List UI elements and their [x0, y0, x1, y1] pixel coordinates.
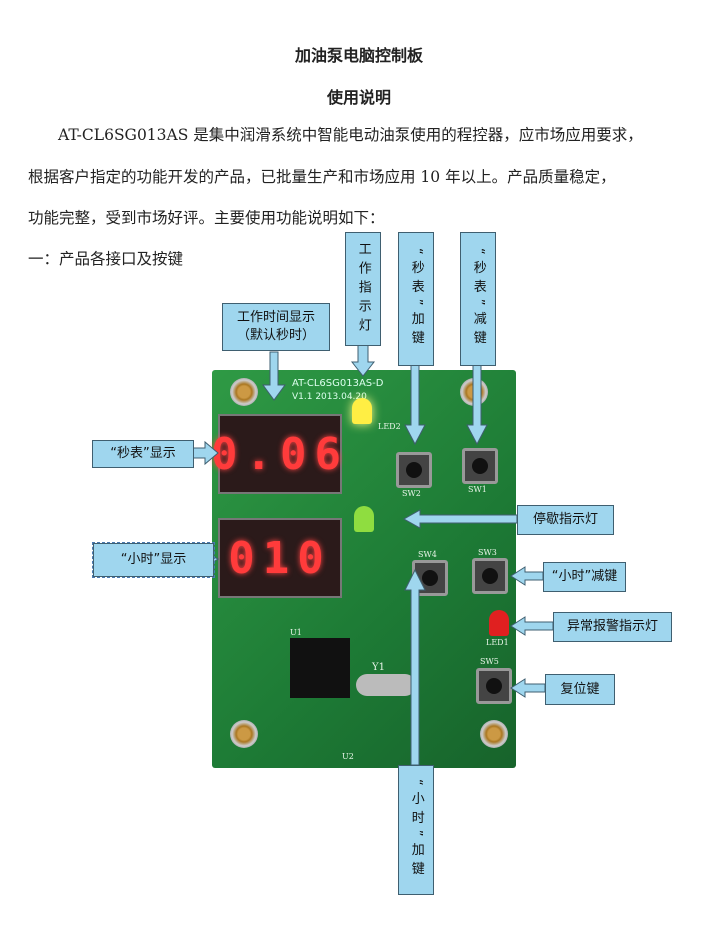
led1-label: LED1 — [486, 638, 509, 647]
paragraph-line: 根据客户指定的功能开发的产品，已批量生产和市场应用 10 年以上。产品质量稳定， — [28, 168, 616, 186]
pcb-model: AT-CL6SG013AS-D — [292, 378, 384, 389]
arrow-pause-led — [402, 509, 518, 529]
callout-reset: 复位键 — [545, 674, 615, 705]
callout-hour-display[interactable]: “小时”显示 — [92, 542, 215, 578]
arrow-hour-plus — [404, 568, 426, 766]
y1-label: Y1 — [372, 662, 385, 673]
callout-work-time: 工作时间显示（默认秒时） — [222, 303, 330, 351]
callout-sec-minus: “秒表”减键 — [460, 232, 496, 366]
sw5-label: SW5 — [480, 657, 499, 666]
mount-nut — [480, 720, 508, 748]
hour-minus-key[interactable] — [472, 558, 508, 594]
callout-hour-minus: “小时”减键 — [543, 562, 626, 592]
sw1-label: SW1 — [468, 485, 487, 494]
arrow-work-led — [350, 344, 376, 377]
arrow-work-time — [262, 351, 286, 401]
arrow-alarm — [510, 616, 554, 636]
doc-subtitle: 使用说明 — [326, 88, 391, 107]
callout-hour-plus: “小时”加键 — [398, 765, 434, 895]
seconds-display: 0.06 — [211, 414, 342, 494]
sec-plus-key[interactable] — [396, 452, 432, 488]
mount-nut — [230, 378, 258, 406]
arrow-sec-display — [191, 440, 219, 466]
hours-display: 010 — [218, 518, 342, 598]
arrow-hour-minus — [510, 566, 544, 586]
arrow-reset — [510, 678, 546, 698]
arrow-sec-minus — [466, 364, 488, 446]
callout-alarm-led: 异常报警指示灯 — [553, 612, 672, 642]
pcb-version: V1.1 2013.04.20 — [292, 392, 367, 402]
section-heading: 一：产品各接口及按键 — [28, 250, 184, 268]
crystal — [356, 674, 416, 696]
u1-label: U1 — [290, 628, 302, 637]
pcb-photo: AT-CL6SG013AS-D V1.1 2013.04.20 0.06 010… — [211, 370, 516, 768]
work-led — [352, 398, 372, 424]
arrow-sec-plus — [404, 364, 426, 446]
sec-minus-key[interactable] — [462, 448, 498, 484]
pause-led — [354, 506, 374, 532]
callout-sec-plus: “秒表”加键 — [398, 232, 434, 366]
doc-title: 加油泵电脑控制板 — [294, 46, 423, 65]
sw4-label: SW4 — [418, 550, 437, 559]
mount-nut — [230, 720, 258, 748]
reset-key[interactable] — [476, 668, 512, 704]
paragraph-line: 功能完整，受到市场好评。主要使用功能说明如下： — [28, 209, 385, 227]
u2-label: U2 — [342, 752, 354, 761]
paragraph-line: AT-CL6SG013AS 是集中润滑系统中智能电动油泵使用的程控器，应市场应用… — [58, 126, 643, 144]
led2-label: LED2 — [378, 422, 401, 431]
callout-sec-display: “秒表”显示 — [92, 440, 194, 468]
callout-pause-led: 停歇指示灯 — [517, 505, 614, 535]
sw3-label: SW3 — [478, 548, 497, 557]
alarm-led — [489, 610, 509, 636]
mcu-chip — [290, 638, 350, 698]
sw2-label: SW2 — [402, 489, 421, 498]
callout-work-led: 工作指示灯 — [345, 232, 381, 346]
